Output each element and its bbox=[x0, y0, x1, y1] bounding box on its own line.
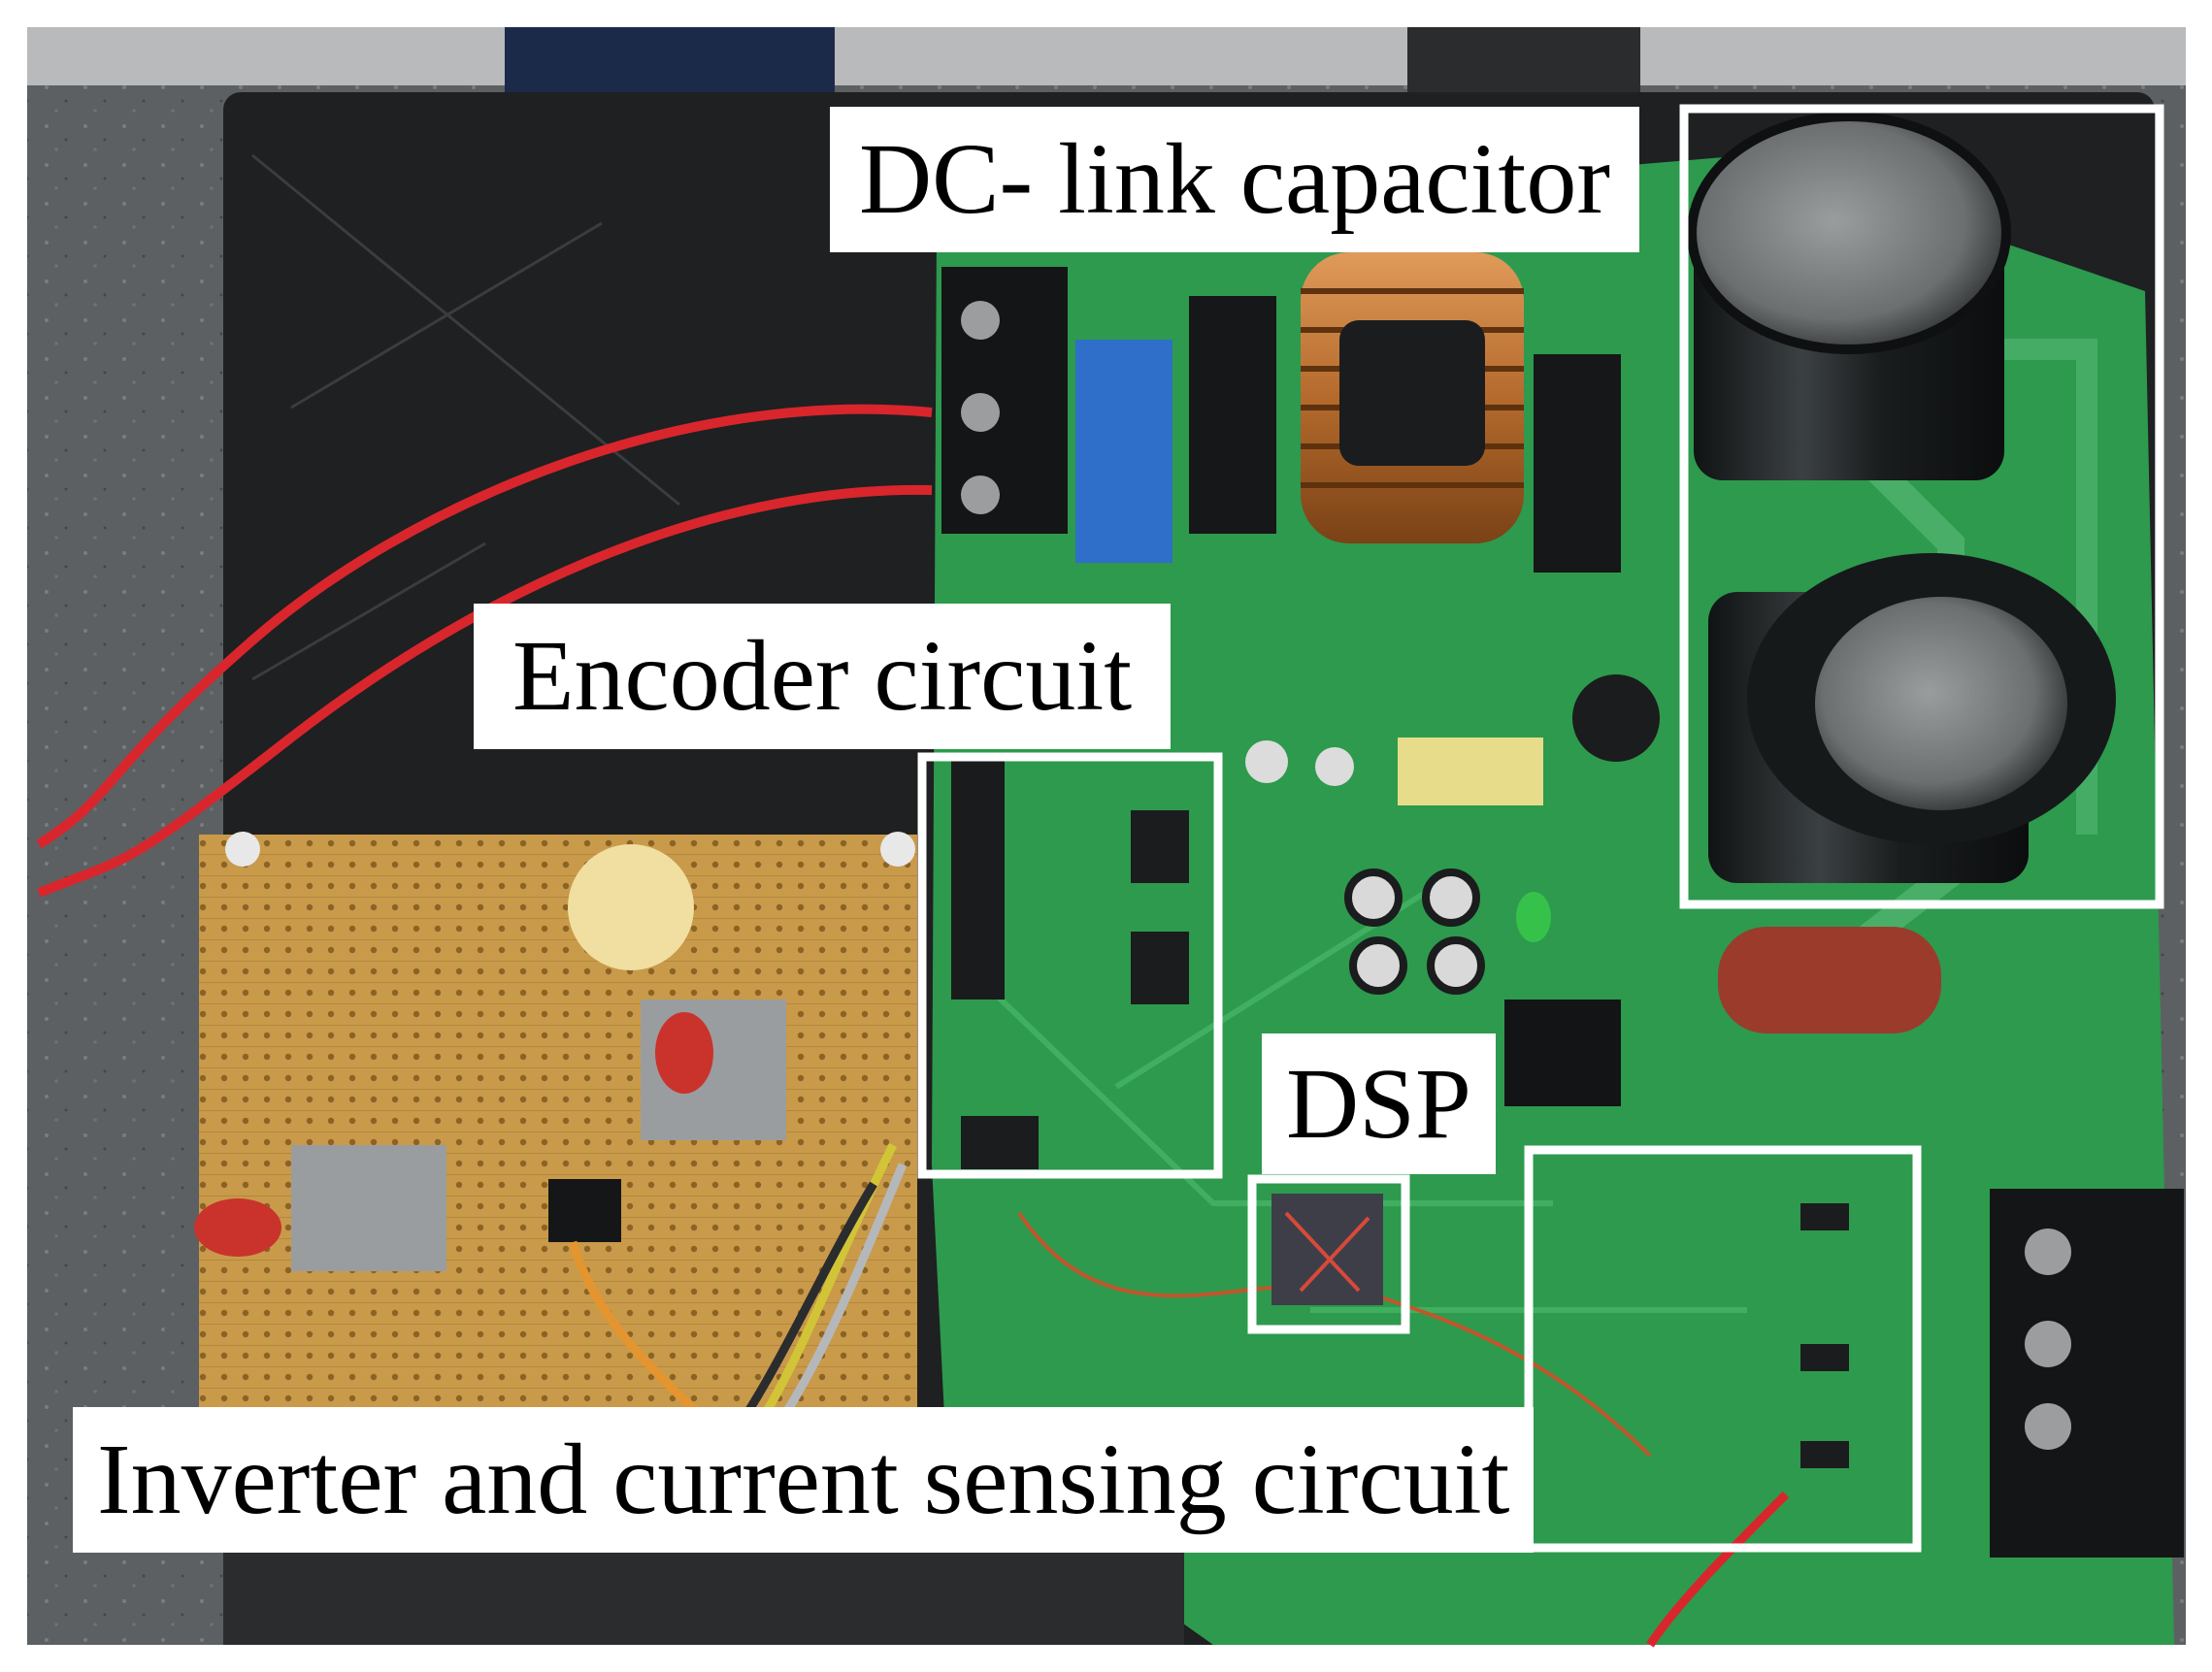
inverter-current-sensing-text: Inverter and current sensing circuit bbox=[97, 1424, 1510, 1535]
inverter-current-sensing-label: Inverter and current sensing circuit bbox=[73, 1407, 1535, 1553]
dc-link-capacitor-label: DC- link capacitor bbox=[830, 107, 1639, 252]
dsp-text: DSP bbox=[1286, 1047, 1471, 1160]
encoder-circuit-text: Encoder circuit bbox=[512, 620, 1133, 732]
dsp-label: DSP bbox=[1262, 1033, 1496, 1174]
dc-link-capacitor-text: DC- link capacitor bbox=[859, 123, 1610, 235]
encoder-circuit-label: Encoder circuit bbox=[474, 604, 1172, 749]
